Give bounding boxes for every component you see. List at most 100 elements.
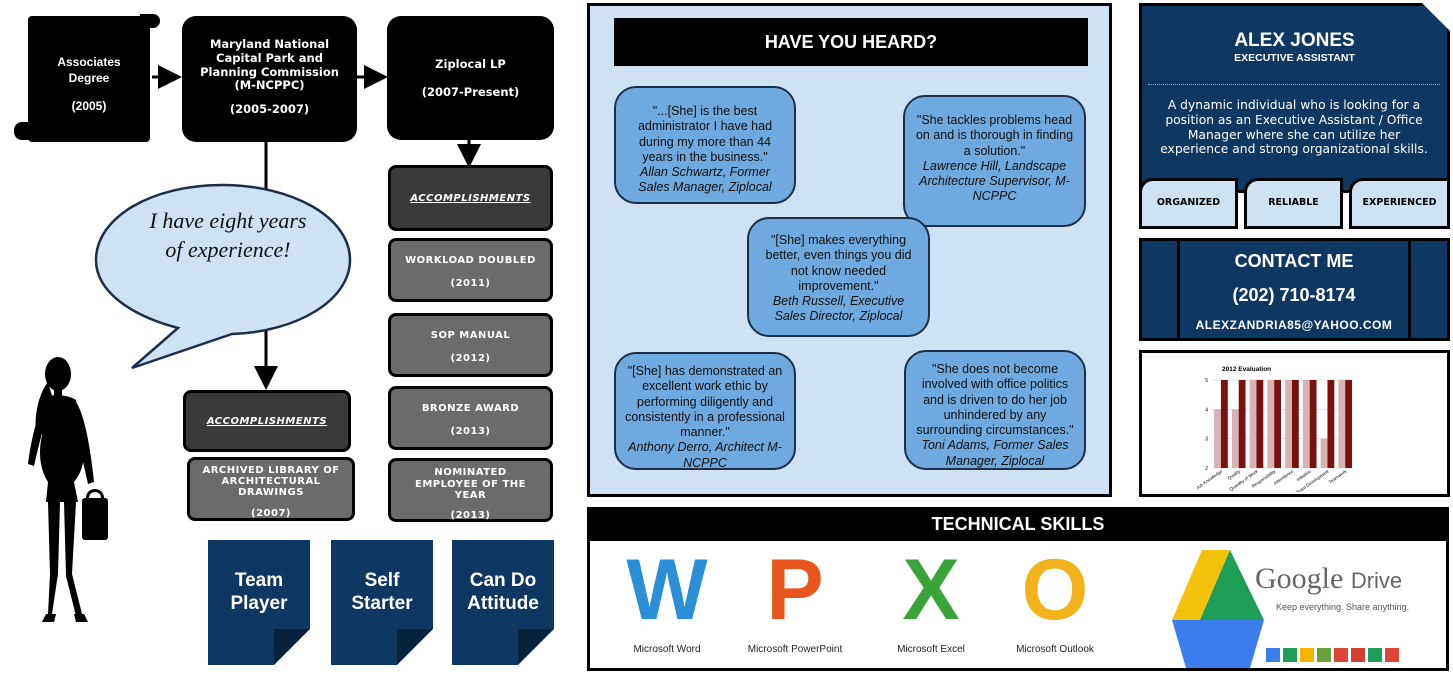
quote-text: "[She] has demonstrated an excellent wor… [625, 364, 785, 439]
calendar-icon [1351, 648, 1365, 662]
charts-icon [1368, 648, 1382, 662]
trait-line1: Team [234, 570, 284, 591]
contact-inner-frame [1177, 238, 1411, 341]
mncppc-box: Maryland National Capital Park and Plann… [182, 16, 357, 142]
associates-line1: Associates [57, 55, 121, 69]
chart-bar [1214, 409, 1221, 468]
contact-phone: (202) 710-8174 [1232, 285, 1356, 305]
chart-title: 2012 Evaluation [1222, 366, 1271, 373]
mncppc-line1: Maryland National [209, 37, 330, 51]
associates-degree-box: Associates Degree (2005) [28, 16, 150, 142]
chart-bar [1274, 380, 1282, 468]
word-icon: W [626, 542, 708, 638]
ziplocal-accomplishment-item: NOMINATED EMPLOYEE OF THE YEAR (2013) [388, 458, 553, 522]
chart-x-tick-label: Job Knowledge [1195, 468, 1223, 490]
page-curl [518, 629, 554, 665]
app-outlook: O Microsoft Outlook [1000, 542, 1110, 658]
google-wordmark: Google [1255, 562, 1344, 595]
chart-bar [1338, 380, 1346, 468]
quality-tag-organized: ORGANIZED [1139, 178, 1238, 229]
chart-x-tick-label: Quality [1227, 468, 1242, 481]
slides-icon [1300, 648, 1314, 662]
sheets-icon [1283, 648, 1297, 662]
ziplocal-accomplishment-item: WORKLOAD DOUBLED (2011) [388, 238, 553, 302]
profile-title: EXECUTIVE ASSISTANT [1234, 52, 1355, 64]
ziplocal-box: Ziplocal LP (2007-Present) [387, 16, 554, 140]
chart-bar [1238, 380, 1246, 468]
accomplishment-title: SOP MANUAL [430, 330, 511, 341]
accomplishment-year: (2011) [450, 278, 491, 289]
accomplishment-title: NOMINATED EMPLOYEE OF THE YEAR [415, 467, 526, 501]
speech-text: I have eight years of experience! [118, 207, 338, 264]
page-curl [274, 629, 310, 665]
docs-icon [1266, 648, 1280, 662]
drive-app-icons [1266, 648, 1399, 662]
quote-text: "She does not become involved with offic… [916, 362, 1074, 437]
app-label: Microsoft Outlook [1016, 644, 1094, 655]
app-word: W Microsoft Word [612, 542, 722, 658]
accomplishment-title: WORKLOAD DOUBLED [405, 255, 536, 266]
quality-tag-experienced: EXPERIENCED [1349, 178, 1450, 229]
page-curl [397, 629, 433, 665]
quote-author: Allan Schwartz, Former Sales Manager, Zi… [638, 165, 772, 195]
drive-wordmark: Drive [1350, 568, 1403, 593]
outlook-icon: O [1021, 542, 1089, 638]
chart-bar [1345, 380, 1353, 468]
contact-card [1139, 238, 1450, 341]
quote-author: Toni Adams, Former Sales Manager, Ziploc… [921, 438, 1069, 468]
trait-note-team-player: Team Player [208, 540, 310, 665]
chart-y-tick-label: 4 [1205, 407, 1208, 413]
quote-author: Anthony Derro, Architect M-NCPPC [628, 440, 782, 470]
accomplishment-year: (2013) [450, 426, 491, 437]
quote-author: Lawrence Hill, Landscape Architecture Su… [919, 158, 1070, 204]
chart-bar [1309, 380, 1317, 468]
ziplocal-accomplishments-heading: ACCOMPLISHMENTS [388, 165, 553, 231]
profile-divider [1148, 84, 1440, 85]
powerpoint-icon: P [766, 542, 824, 638]
chart-bar [1302, 380, 1310, 468]
testimonial-bubble: "[She] has demonstrated an excellent wor… [614, 352, 796, 470]
testimonial-bubble: "She does not become involved with offic… [904, 350, 1086, 470]
apps-icon [1385, 648, 1399, 662]
chart-bar [1256, 380, 1264, 468]
testimonial-bubble: "[She] makes everything better, even thi… [747, 217, 930, 337]
ziplocal-accomplishment-item: BRONZE AWARD (2013) [388, 386, 553, 450]
accomplishment-year: (2013) [450, 509, 491, 521]
trait-line2: Player [230, 592, 288, 614]
mncppc-line3: Planning Commission [200, 64, 339, 79]
trait-note-self-starter: Self Starter [331, 540, 433, 665]
contact-heading: CONTACT ME [1234, 251, 1354, 271]
app-label: Microsoft Excel [897, 644, 965, 655]
chart-bar [1285, 380, 1292, 468]
ziplocal-name: Ziplocal LP [435, 57, 506, 71]
businesswoman-silhouette [28, 357, 108, 622]
trait-line2: Starter [351, 592, 413, 614]
mncppc-accomplishment-item: ARCHIVED LIBRARY OF ARCHITECTURAL DRAWIN… [187, 457, 355, 521]
chart-y-tick-label: 3 [1205, 437, 1208, 443]
quote-text: "She tackles problems head on and is tho… [915, 113, 1074, 158]
speech-line1: I have eight years [149, 208, 307, 233]
experience-speech-bubble [94, 183, 352, 370]
google-drive-logo: Google Drive [1255, 562, 1402, 596]
associates-line2: Degree [68, 71, 110, 86]
mncppc-year: (2005-2007) [229, 102, 310, 117]
chart-bar [1249, 380, 1257, 468]
app-label: Microsoft Word [633, 644, 701, 655]
profile-card [1139, 3, 1450, 193]
ziplocal-year: (2007-Present) [421, 84, 520, 99]
profile-corner-fold [1422, 3, 1450, 31]
scroll-curl-bottom [14, 122, 38, 140]
ziplocal-accomplishment-item: SOP MANUAL (2012) [388, 313, 553, 377]
associates-year: (2005) [71, 99, 107, 114]
technical-skills-heading: TECHNICAL SKILLS [587, 507, 1449, 541]
quote-text: "[She] makes everything better, even thi… [765, 233, 912, 293]
chart-bar [1220, 380, 1228, 468]
accomplishment-title: ARCHIVED LIBRARY OF ARCHITECTURAL DRAWIN… [202, 465, 340, 498]
testimonials-heading: HAVE YOU HEARD? [614, 18, 1088, 66]
app-excel: X Microsoft Excel [876, 547, 986, 658]
mncppc-accomplishments-heading: ACCOMPLISHMENTS [183, 390, 351, 452]
chart-bar [1291, 380, 1299, 468]
trait-line2: Attitude [467, 592, 539, 614]
chart-y-tick-label: 5 [1205, 378, 1208, 384]
